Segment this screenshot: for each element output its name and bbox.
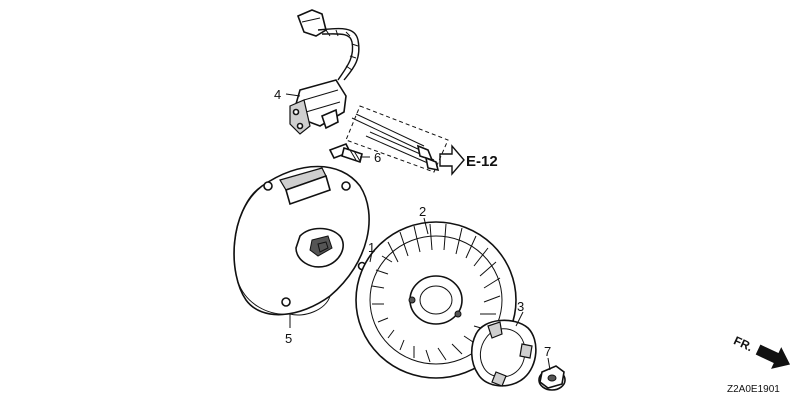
flange-bolt [328, 142, 363, 164]
callout-5: 5 [285, 331, 292, 346]
front-direction: FR. [732, 333, 791, 369]
callout-6: 6 [374, 150, 381, 165]
callout-4: 4 [274, 87, 281, 102]
ignition-coil [289, 9, 360, 135]
flange-nut [538, 365, 566, 391]
reference-arrow[interactable]: E-12 [439, 144, 498, 176]
reference-label[interactable]: E-12 [466, 153, 498, 170]
callout-2: 2 [419, 204, 426, 219]
fan-cover [233, 165, 370, 316]
front-direction-label: FR. [732, 333, 755, 354]
leader-lines [285, 93, 551, 371]
outline-arrow-icon [439, 144, 465, 176]
callout-1: 1 [368, 240, 375, 255]
coil-mount-bolts [345, 105, 449, 173]
starter-pulley [470, 319, 537, 387]
callout-3: 3 [517, 299, 524, 314]
arrow-right-icon [755, 344, 791, 369]
diagram-code: Z2A0E1901 [727, 384, 780, 395]
callout-7: 7 [544, 344, 551, 359]
